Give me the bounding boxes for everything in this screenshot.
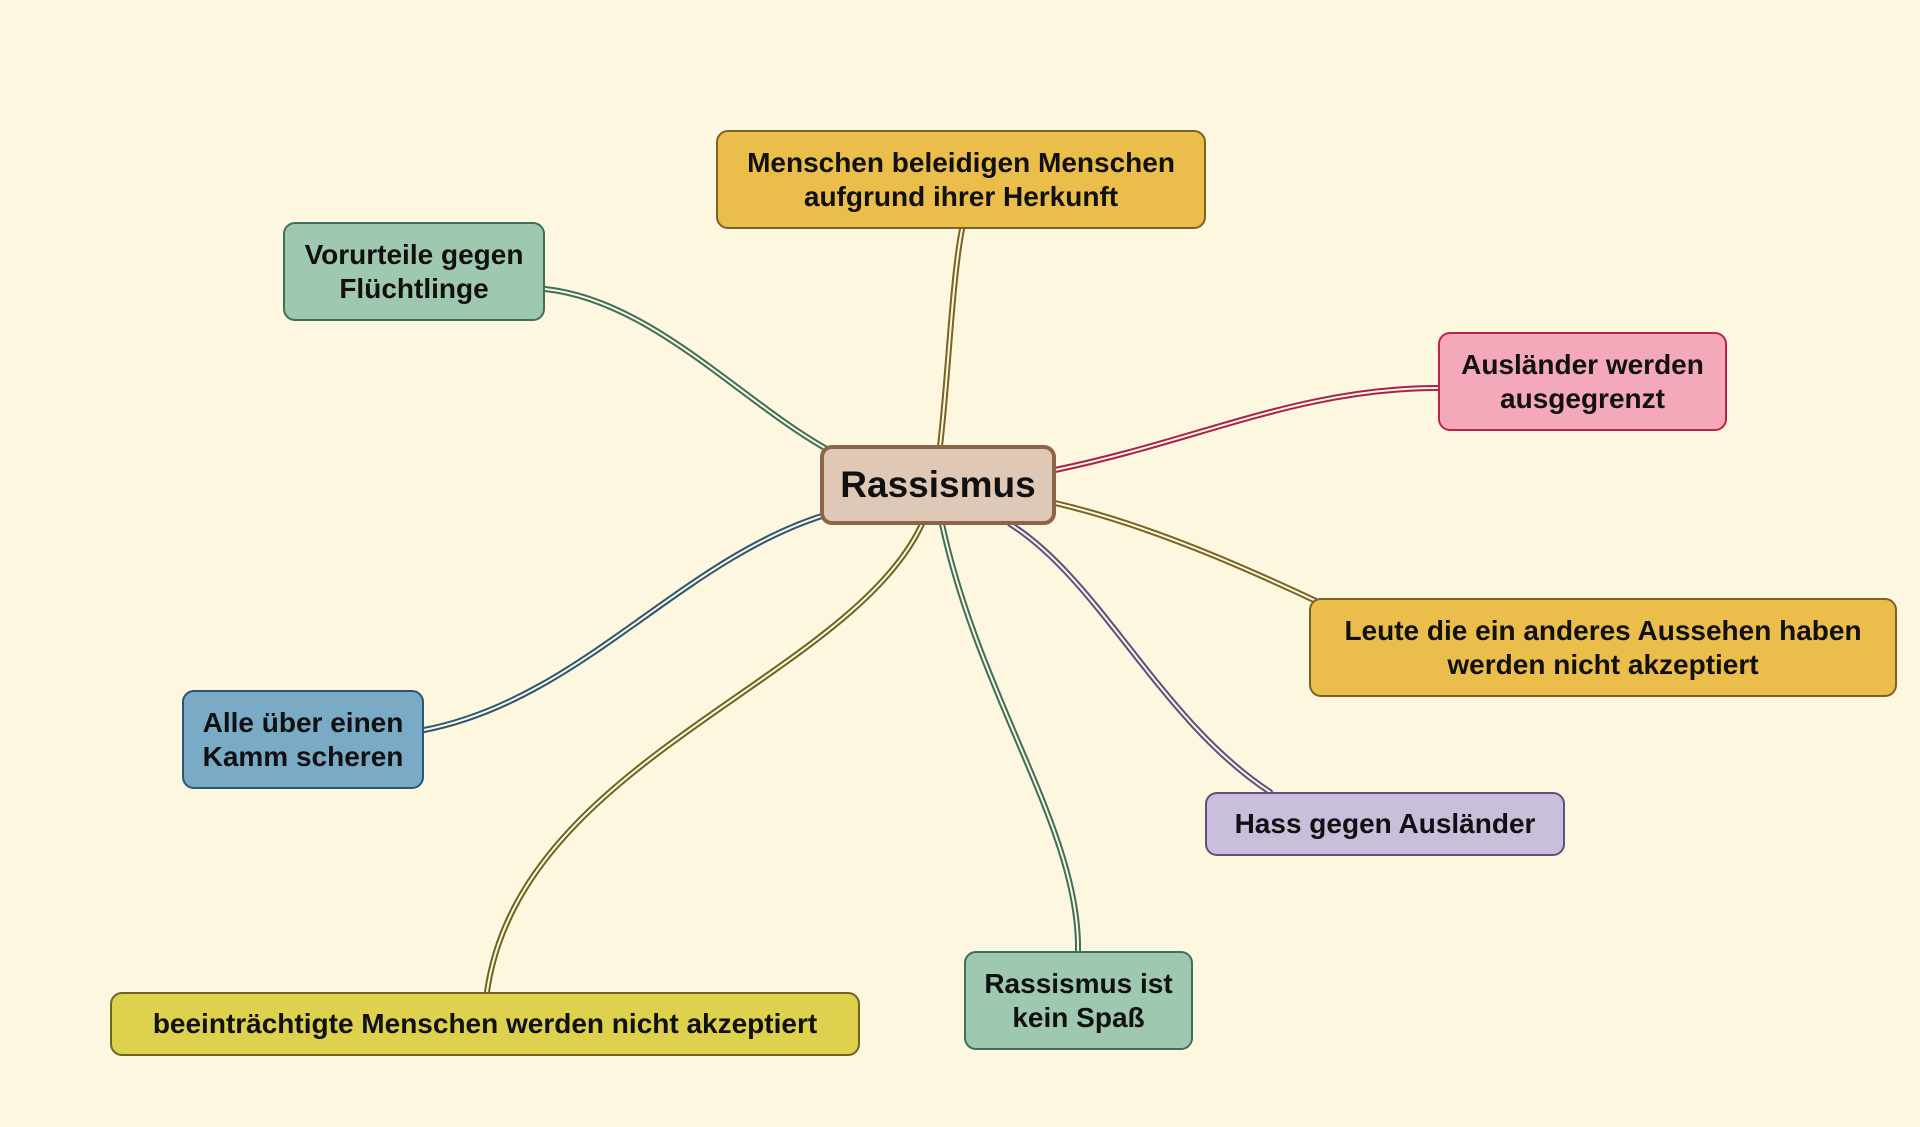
connector-kamm: [421, 512, 828, 733]
connector-highlight-aussehen: [1054, 502, 1317, 602]
branch-node-kamm[interactable]: Alle über einen Kamm scheren: [182, 690, 424, 789]
connector-ausgegrenzt: [1052, 385, 1441, 473]
branch-node-beeintraechtigte[interactable]: beeinträchtigte Menschen werden nicht ak…: [110, 992, 860, 1056]
connector-highlight-hass: [1009, 523, 1271, 793]
connector-aussehen: [1052, 500, 1319, 604]
connector-spass: [939, 521, 1082, 954]
connector-highlight-herkunft: [939, 228, 963, 447]
branch-node-spass[interactable]: Rassismus ist kein Spaß: [964, 951, 1193, 1050]
connector-beeintraechtigte: [484, 521, 925, 995]
central-topic-node[interactable]: Rassismus: [820, 445, 1056, 525]
connector-highlight-beeintraechtigte: [486, 523, 923, 993]
connector-highlight-spass: [941, 523, 1080, 952]
connector-highlight-vorurteile: [544, 288, 826, 449]
branch-node-herkunft[interactable]: Menschen beleidigen Menschen aufgrund ih…: [716, 130, 1206, 229]
branch-node-aussehen[interactable]: Leute die ein anderes Aussehen haben wer…: [1309, 598, 1897, 697]
branch-node-hass[interactable]: Hass gegen Ausländer: [1205, 792, 1565, 856]
connector-highlight-kamm: [423, 514, 826, 731]
branch-node-ausgegrenzt[interactable]: Ausländer werden ausgegrenzt: [1438, 332, 1727, 431]
connector-vorurteile: [542, 286, 828, 451]
branch-node-vorurteile[interactable]: Vorurteile gegen Flüchtlinge: [283, 222, 545, 321]
connector-highlight-ausgegrenzt: [1054, 387, 1439, 471]
